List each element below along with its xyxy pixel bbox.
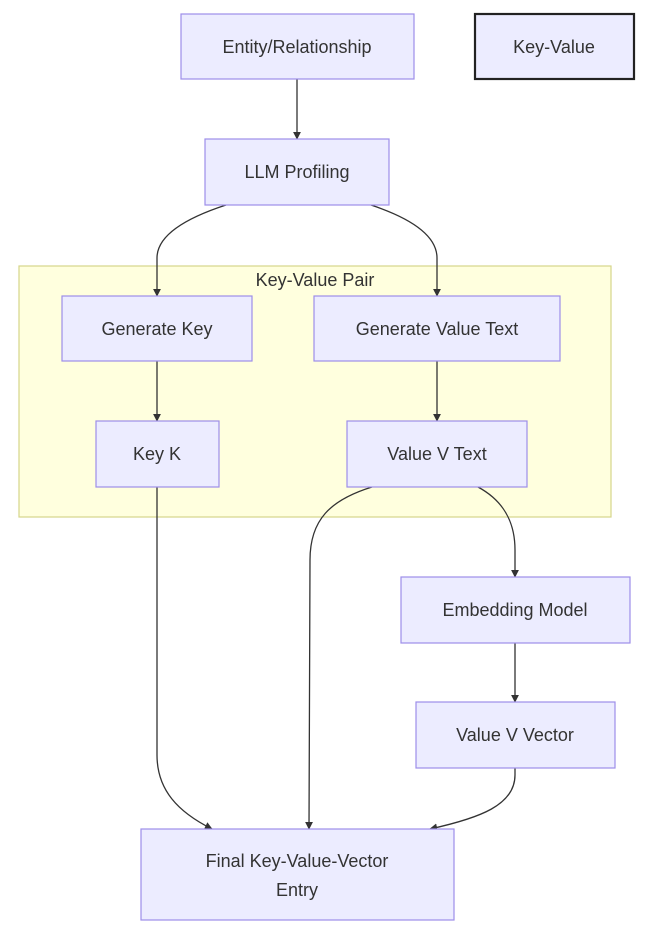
node-label-final-line1: Final Key-Value-Vector <box>206 851 389 871</box>
node-entity-relationship: Entity/Relationship <box>180 13 415 80</box>
legend-key-value: Key-Value <box>473 12 636 81</box>
node-label-keyk: Key K <box>133 444 181 464</box>
node-key-k: Key K <box>95 420 220 488</box>
node-llm-profiling: LLM Profiling <box>204 138 390 206</box>
node-label-embed: Embedding Model <box>442 600 587 620</box>
node-box <box>204 138 390 206</box>
node-box <box>313 295 561 362</box>
legend-label: Key-Value <box>513 37 595 57</box>
legend-box <box>473 12 636 81</box>
node-box <box>180 13 415 80</box>
node-label-llm: LLM Profiling <box>244 162 349 182</box>
node-label-final-line2: Entry <box>276 880 318 900</box>
node-embedding-model: Embedding Model <box>400 576 631 644</box>
edge-valtext-to-embed <box>477 486 519 578</box>
edge-llm-to-genval <box>370 204 441 297</box>
edge-valtext-to-final <box>305 486 373 830</box>
edge-keyk-to-final <box>156 487 213 830</box>
edge-valvec-to-final <box>429 768 516 832</box>
node-final-entry: Final Key-Value-Vector Entry <box>140 828 455 921</box>
node-box <box>400 576 631 644</box>
node-label-entity: Entity/Relationship <box>222 37 371 57</box>
node-box <box>346 420 528 488</box>
node-box <box>61 295 253 362</box>
edge-llm-to-genkey <box>153 204 227 297</box>
subgraph-label: Key-Value Pair <box>256 270 375 290</box>
node-box <box>95 420 220 488</box>
node-generate-value-text: Generate Value Text <box>313 295 561 362</box>
node-box <box>140 828 455 921</box>
node-generate-key: Generate Key <box>61 295 253 362</box>
edges <box>153 79 519 832</box>
node-label-valvec: Value V Vector <box>456 725 574 745</box>
node-label-valtext: Value V Text <box>387 444 486 464</box>
node-label-genkey: Generate Key <box>101 319 212 339</box>
node-value-v-vector: Value V Vector <box>415 701 616 769</box>
node-box <box>415 701 616 769</box>
node-value-v-text: Value V Text <box>346 420 528 488</box>
node-label-genval: Generate Value Text <box>356 319 518 339</box>
